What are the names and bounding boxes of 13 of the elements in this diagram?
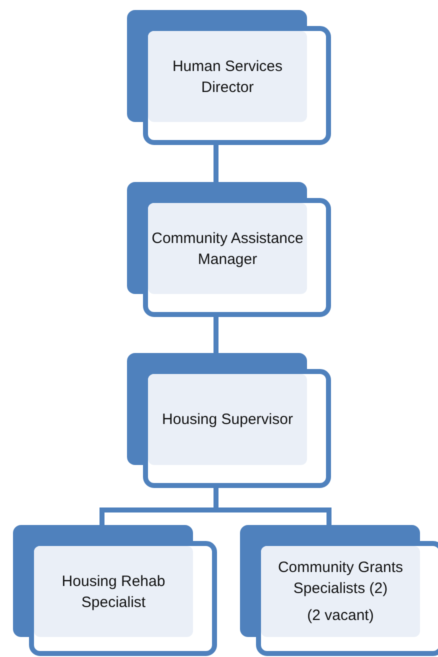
position-card — [240, 525, 438, 656]
position-card — [127, 182, 331, 317]
position-title: Community Assistance Manager — [150, 228, 304, 270]
connector-line — [214, 317, 218, 353]
position-card — [127, 10, 331, 145]
position-title: Human Services Director — [171, 56, 284, 98]
position-title: Community Grants Specialists (2) — [276, 558, 404, 599]
position-card — [13, 525, 217, 656]
position-card — [127, 353, 331, 488]
position-title: Housing Rehab Specialist — [60, 572, 166, 612]
connector-line — [214, 145, 218, 182]
position-title: (2 vacant) — [307, 606, 374, 626]
position-title: Housing Supervisor — [162, 410, 293, 430]
